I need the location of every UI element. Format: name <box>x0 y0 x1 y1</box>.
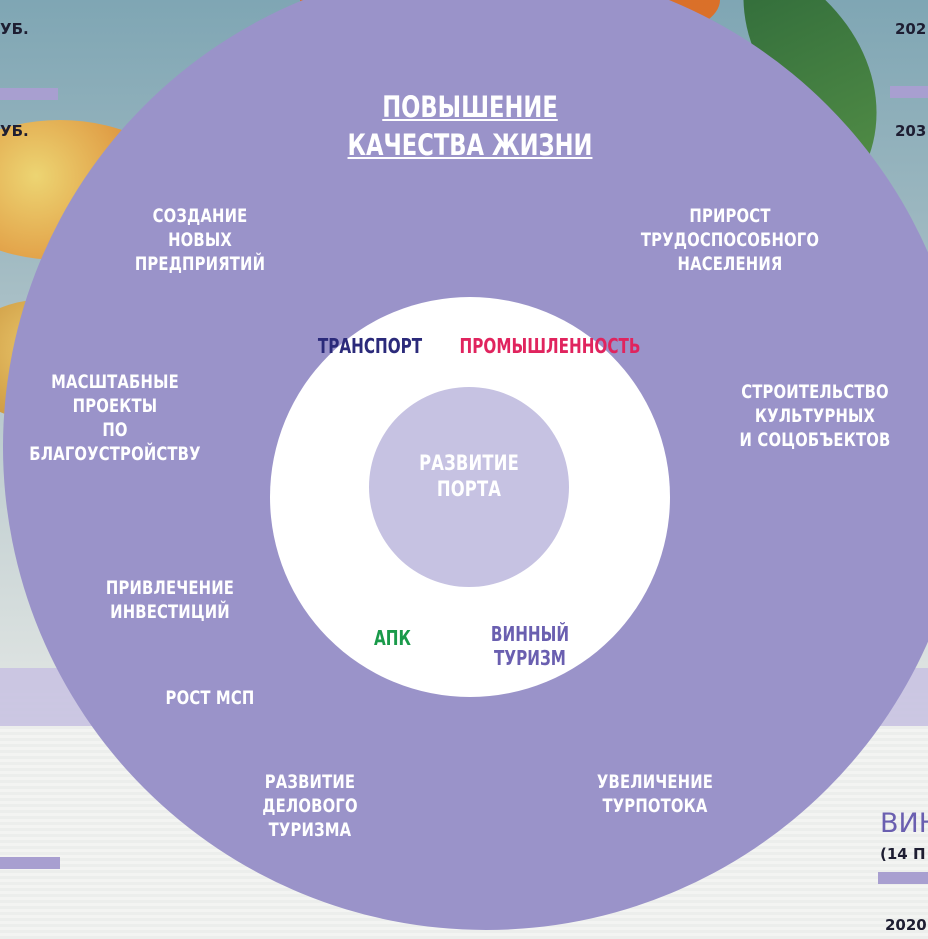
outer-label-workforce-growth: ПРИРОСТ ТРУДОСПОСОБНОГО НАСЕЛЕНИЯ <box>640 205 820 275</box>
sector-apk: АПК <box>374 626 411 650</box>
outer-label-sme-growth: РОСТ МСП <box>165 687 255 709</box>
corner-label: 203 <box>895 122 927 140</box>
corner-label: 202 <box>895 20 927 38</box>
corner-label: УБ. <box>0 122 29 140</box>
accent-bar <box>0 88 58 100</box>
side-heading: ВИН <box>880 808 928 839</box>
title-line: КАЧЕСТВА ЖИЗНИ <box>347 128 593 162</box>
sector-industry: ПРОМЫШЛЕННОСТЬ <box>459 334 641 358</box>
outer-label-investments: ПРИВЛЕЧЕНИЕ ИНВЕСТИЦИЙ <box>105 577 235 623</box>
accent-bar <box>0 857 60 869</box>
corner-label: 2020 <box>885 916 927 934</box>
outer-label-culture-construction: СТРОИТЕЛЬСТВО КУЛЬТУРНЫХ И СОЦОБЪЕКТОВ <box>739 381 891 451</box>
outer-label-tourist-flow: УВЕЛИЧЕНИЕ ТУРПОТОКА <box>596 771 714 817</box>
outer-label-new-enterprises: СОЗДАНИЕ НОВЫХ ПРЕДПРИЯТИЙ <box>134 205 266 275</box>
corner-label: УБ. <box>0 20 29 38</box>
core-circle <box>369 387 569 587</box>
diagram-title: ПОВЫШЕНИЕ КАЧЕСТВА ЖИЗНИ <box>337 88 602 164</box>
side-subheading: (14 П <box>880 845 926 863</box>
accent-bar <box>878 872 928 884</box>
core-label: РАЗВИТИЕ ПОРТА <box>419 451 519 501</box>
title-line: ПОВЫШЕНИЕ <box>382 90 558 124</box>
accent-bar <box>890 86 928 98</box>
outer-label-large-projects: МАСШТАБНЫЕ ПРОЕКТЫ ПО БЛАГОУСТРОЙСТВУ <box>29 371 201 465</box>
outer-label-business-tourism: РАЗВИТИЕ ДЕЛОВОГО ТУРИЗМА <box>262 771 358 841</box>
sector-transport: ТРАНСПОРТ <box>317 334 423 358</box>
sector-wine-tourism: ВИННЫЙ ТУРИЗМ <box>490 622 570 670</box>
